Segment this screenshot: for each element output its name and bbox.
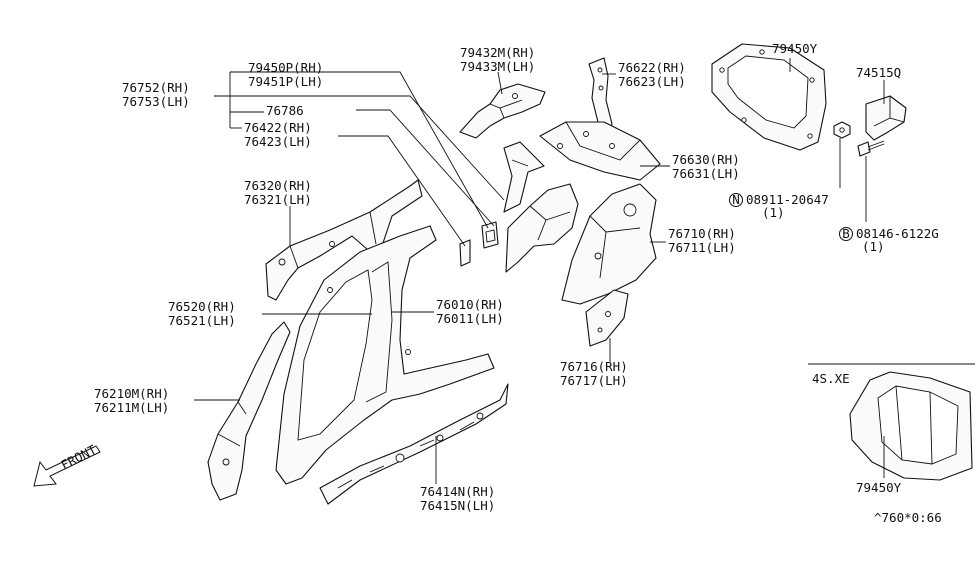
part-76422-bracket [459, 239, 471, 267]
label-08146-qty: (1) [862, 239, 885, 254]
part-76786-bracket [481, 221, 499, 249]
part-76010-body-side [275, 225, 495, 485]
label-76623-lh: 76623(LH) [618, 74, 686, 89]
label-76711-lh: 76711(LH) [668, 240, 736, 255]
nut-symbol-icon: N [729, 192, 743, 207]
part-76630-brace [503, 141, 545, 213]
label-76622-rh: 76622(RH) [618, 60, 686, 75]
nut-08911 [833, 121, 851, 139]
nut-symbol-letter: N [732, 192, 740, 207]
label-79450y-top: 79450Y [772, 41, 818, 56]
label-76011-lh: 76011(LH) [436, 311, 504, 326]
label-variant-4s-xe: 4S.XE [812, 371, 850, 386]
part-76630-panel [539, 121, 661, 181]
label-76786: 76786 [266, 103, 304, 118]
label-76717-lh: 76717(LH) [560, 373, 628, 388]
part-79450y-panel-bottom [849, 371, 973, 481]
bolt-08146 [857, 140, 885, 157]
part-79450y-panel-top [711, 43, 827, 151]
label-76321-lh: 76321(LH) [244, 192, 312, 207]
label-08146: 08146-6122G [856, 226, 939, 241]
bolt-symbol-letter: B [842, 226, 850, 241]
part-74515q-bracket [865, 95, 907, 141]
label-79432m-rh: 79432M(RH) [460, 45, 535, 60]
part-76710-wheelhouse-outer [561, 183, 657, 305]
label-79450p-rh: 79450P(RH) [248, 60, 323, 75]
bolt-symbol-icon: B [839, 226, 853, 241]
label-76521-lh: 76521(LH) [168, 313, 236, 328]
label-76630-rh: 76630(RH) [672, 152, 740, 167]
part-76210m-front-pillar [207, 321, 291, 501]
label-ref-code: ^760*0:66 [874, 510, 942, 525]
label-76423-lh: 76423(LH) [244, 134, 312, 149]
label-79433m-lh: 79433M(LH) [460, 59, 535, 74]
label-76210m-rh: 76210M(RH) [94, 386, 169, 401]
label-76752-rh: 76752(RH) [122, 80, 190, 95]
part-76414n-sill [319, 383, 509, 505]
label-76716-rh: 76716(RH) [560, 359, 628, 374]
front-arrow-icon [33, 445, 101, 487]
label-76710-rh: 76710(RH) [668, 226, 736, 241]
part-76710-wheelhouse-inner [505, 183, 579, 273]
label-76414n-rh: 76414N(RH) [420, 484, 495, 499]
label-76520-rh: 76520(RH) [168, 299, 236, 314]
label-76753-lh: 76753(LH) [122, 94, 190, 109]
label-76320-rh: 76320(RH) [244, 178, 312, 193]
label-08911-qty: (1) [762, 205, 785, 220]
label-79450y-bottom: 79450Y [856, 480, 902, 495]
label-76010-rh: 76010(RH) [436, 297, 504, 312]
label-76415n-lh: 76415N(LH) [420, 498, 495, 513]
label-76211m-lh: 76211M(LH) [94, 400, 169, 415]
label-front: FRONT [58, 442, 99, 473]
label-76631-lh: 76631(LH) [672, 166, 740, 181]
label-76422-rh: 76422(RH) [244, 120, 312, 135]
label-79451p-lh: 79451P(LH) [248, 74, 323, 89]
label-74515q: 74515Q [856, 65, 901, 80]
part-79432m-bracket [459, 83, 546, 139]
part-76716-plate [585, 289, 629, 347]
leader-lines [194, 58, 885, 484]
label-08911: 08911-20647 [746, 192, 829, 207]
